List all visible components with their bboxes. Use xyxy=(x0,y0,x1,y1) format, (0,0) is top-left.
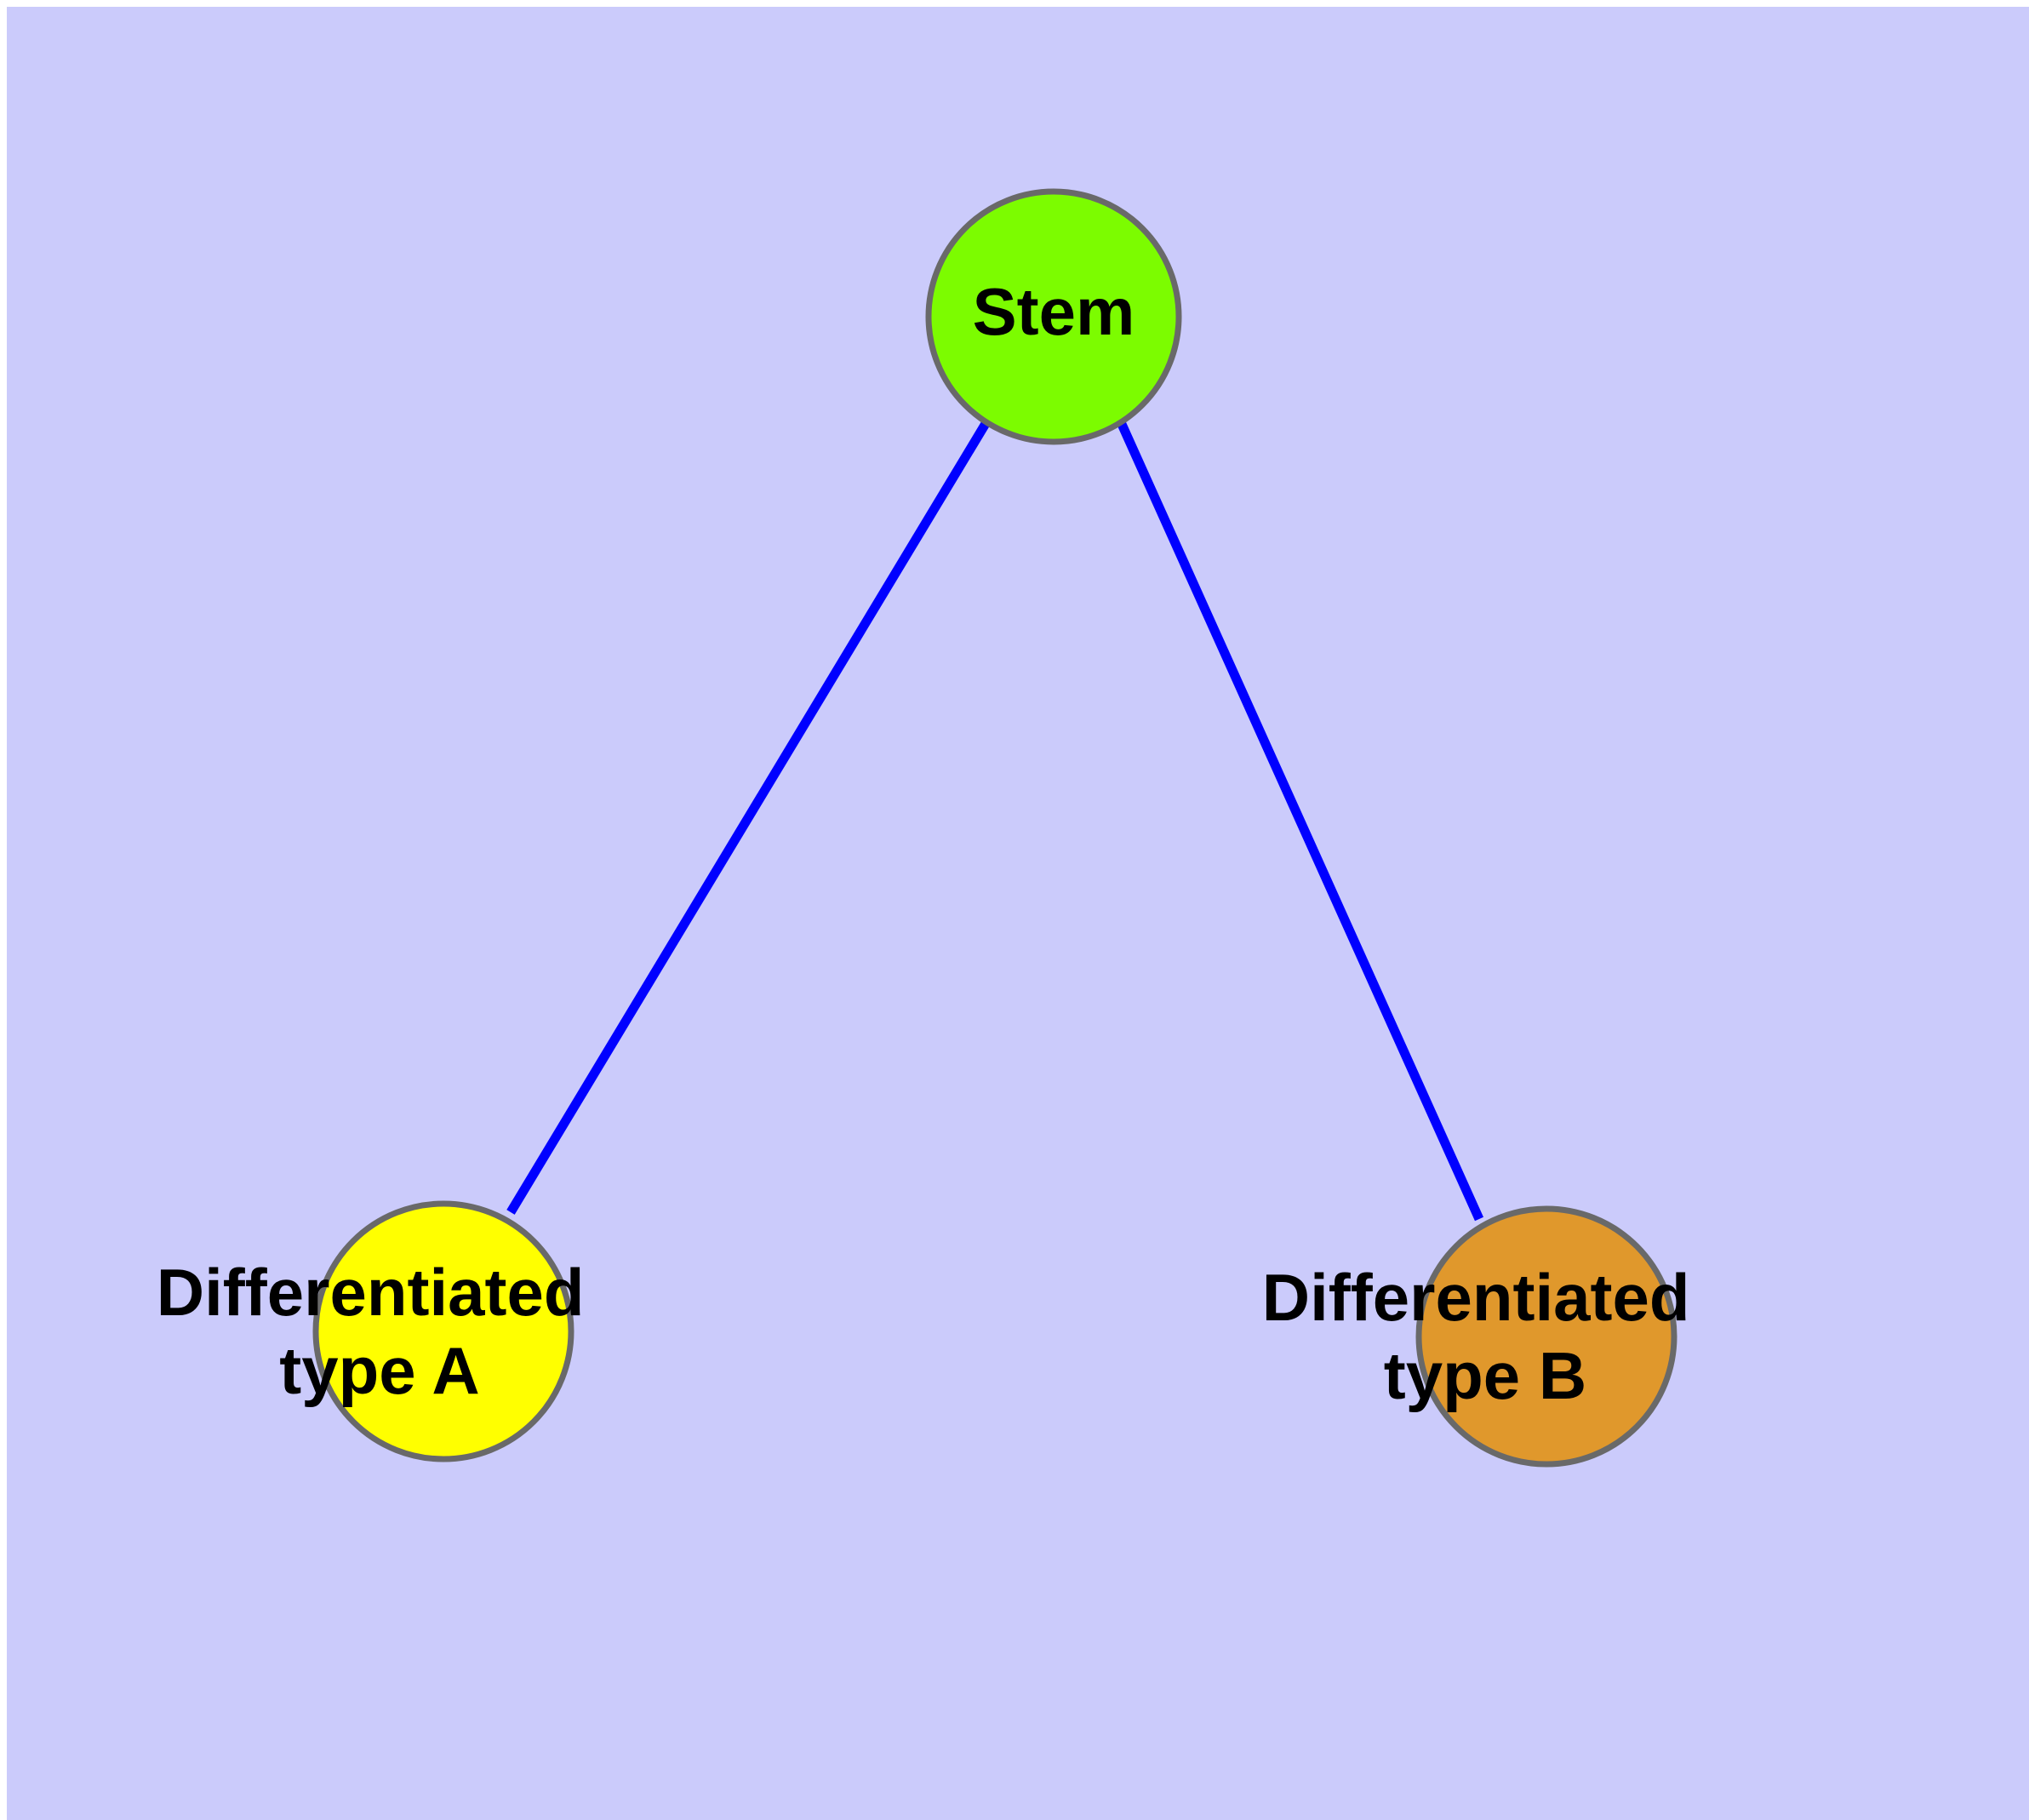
edge-stem-to-differentiated-type-b[interactable] xyxy=(1116,420,1484,1222)
node-differentiated-type-b[interactable] xyxy=(1415,1205,1677,1468)
node-label-stem-line-1: Stem xyxy=(973,274,1135,349)
node-label-differentiated-type-b-line-1: Differentiated xyxy=(1262,1260,1690,1335)
node-circle-differentiated-type-a[interactable] xyxy=(312,1200,574,1462)
node-label-differentiated-type-a: Differentiated type A xyxy=(157,1255,603,1408)
node-layer xyxy=(312,188,1677,1468)
label-layer: Stem Differentiated type A Differentiate… xyxy=(157,274,1708,1413)
node-label-differentiated-type-b-line-2: type B xyxy=(1384,1338,1586,1413)
edge-stem-to-differentiated-type-a[interactable] xyxy=(506,420,991,1215)
node-label-differentiated-type-b: Differentiated type B xyxy=(1262,1260,1708,1413)
node-label-stem: Stem xyxy=(973,274,1135,349)
edge-layer xyxy=(506,420,1484,1222)
node-circle-differentiated-type-b[interactable] xyxy=(1415,1205,1677,1468)
node-label-differentiated-type-a-line-2: type A xyxy=(279,1333,480,1408)
node-stem[interactable] xyxy=(925,188,1182,445)
node-differentiated-type-a[interactable] xyxy=(312,1200,574,1462)
node-circle-stem[interactable] xyxy=(925,188,1182,445)
node-label-differentiated-type-a-line-1: Differentiated xyxy=(157,1255,585,1330)
